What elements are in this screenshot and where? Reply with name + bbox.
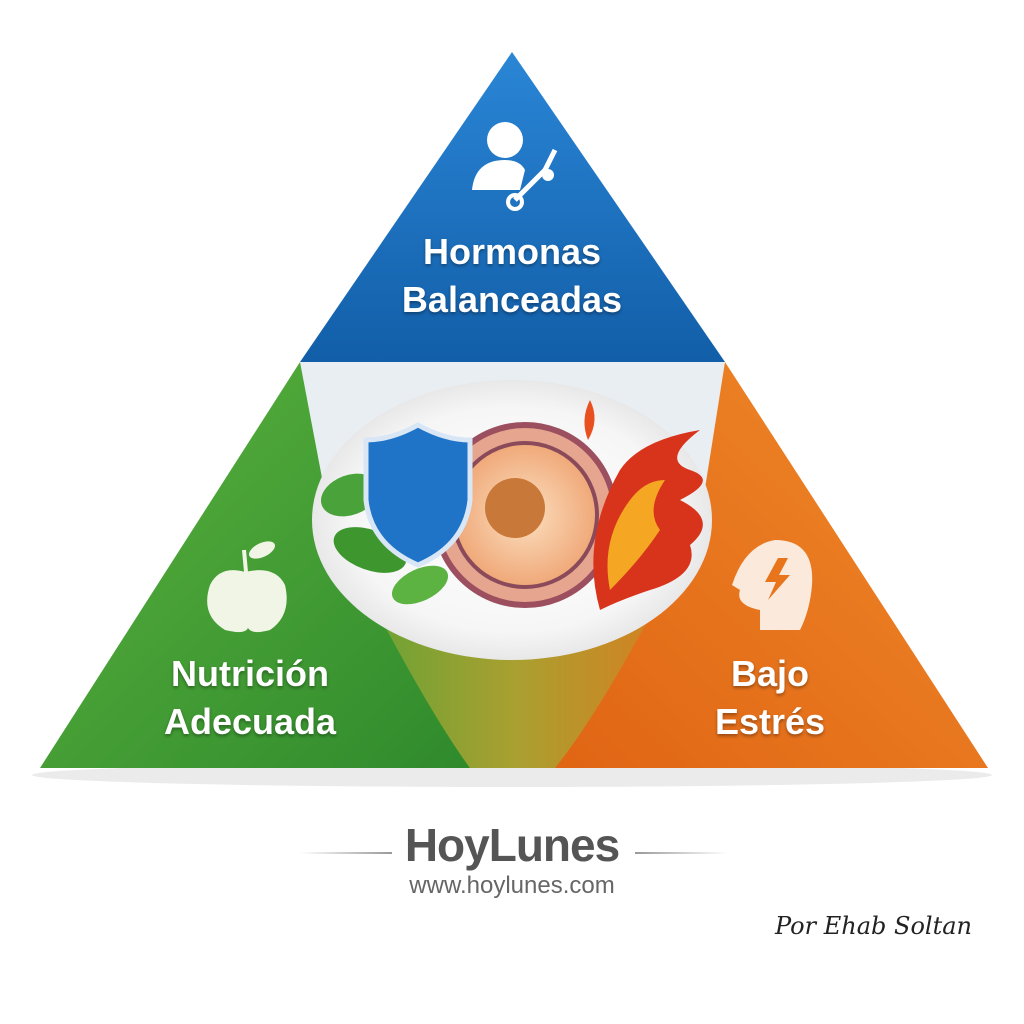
label-line: Estrés [714,701,826,742]
brand-url: www.hoylunes.com [409,872,615,899]
label-line: Balanceadas [401,279,623,320]
person-hormone-icon [472,122,558,211]
flame-icon [584,400,703,610]
signature: Por Ehab Soltan [775,912,972,940]
section-left-label: Nutrición Adecuada [100,650,400,746]
section-left-green [40,362,470,768]
label-line: Hormonas [422,231,602,272]
divider-left [300,852,392,854]
head-lightning-icon [732,540,813,630]
section-right-label: Bajo Estrés [620,650,920,746]
label-line: Nutrición [171,653,329,694]
label-line: Bajo [730,653,809,694]
brand-name: HoyLunes [404,819,620,871]
apple-icon [207,541,287,633]
section-top-label: Hormonas Balanceadas [362,228,662,324]
label-line: Adecuada [163,701,337,742]
egg-cell-icon [432,422,618,608]
shield-icon [363,422,473,568]
